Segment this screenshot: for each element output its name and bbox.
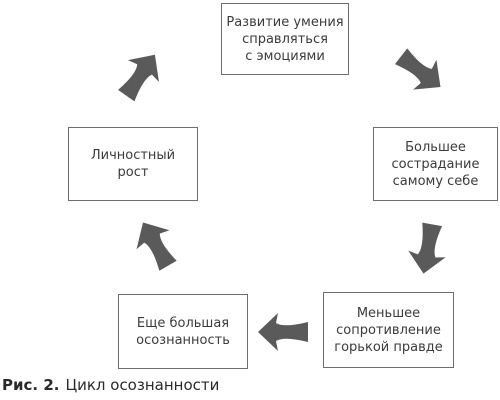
cycle-arrow-3 bbox=[258, 313, 308, 351]
cycle-arrow-2 bbox=[408, 222, 446, 274]
figure-caption: Рис. 2. Цикл осознанности bbox=[2, 376, 219, 394]
cycle-node-self-compassion: Большее сострадание самому себе bbox=[373, 127, 498, 201]
cycle-arrow-5 bbox=[118, 54, 160, 102]
figure-caption-text: Цикл осознанности bbox=[65, 376, 220, 394]
cycle-arrow-1 bbox=[394, 48, 441, 90]
figure-caption-label: Рис. 2. bbox=[2, 376, 60, 394]
cycle-node-greater-awareness: Еще большая осознанность bbox=[118, 294, 248, 369]
cycle-arrow-4 bbox=[136, 222, 177, 271]
cycle-node-personal-growth: Личностный рост bbox=[68, 127, 198, 201]
cycle-node-less-resistance: Меньшее сопротивление горькой правде bbox=[323, 292, 454, 368]
cycle-node-emotion-skills: Развитие умения справляться с эмоциями bbox=[221, 3, 349, 75]
